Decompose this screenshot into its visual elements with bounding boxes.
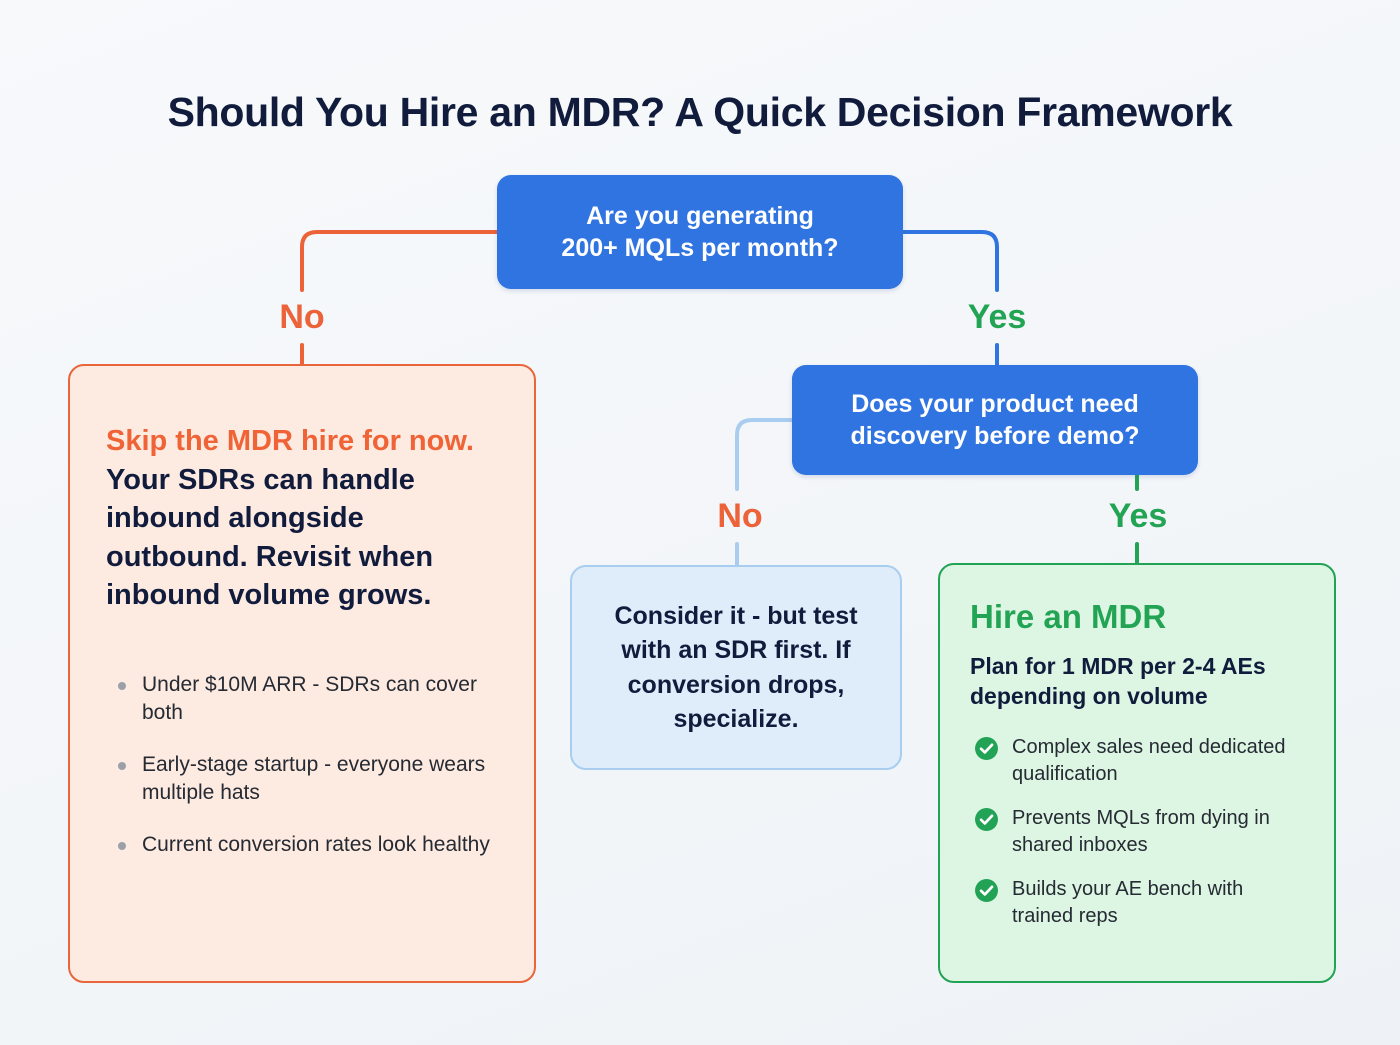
decision-mqls-line1: Are you generating [586,201,814,230]
decision-box-mqls[interactable]: Are you generating 200+ MQLs per month? [497,175,903,289]
connector-no-1 [300,230,499,292]
list-item: Under $10M ARR - SDRs can cover both [106,671,498,728]
branch-label-yes-1: Yes [967,298,1027,336]
decision-box-discovery[interactable]: Does your product need discovery before … [792,365,1198,475]
list-item: Builds your AE bench with trained reps [970,876,1304,930]
branch-label-yes-2: Yes [1108,497,1168,535]
hire-bullet-text: Complex sales need dedicated qualificati… [1012,735,1286,785]
skip-body: Your SDRs can handle inbound alongside o… [106,463,434,612]
hire-bullet-list: Complex sales need dedicated qualificati… [970,734,1304,930]
connector-no-2 [735,418,794,491]
decision-discovery-line1: Does your product need [851,389,1139,418]
outcome-card-hire-mdr: Hire an MDR Plan for 1 MDR per 2-4 AEs d… [938,563,1336,983]
hire-subtitle: Plan for 1 MDR per 2-4 AEs depending on … [970,652,1266,710]
page-title: Should You Hire an MDR? A Quick Decision… [167,89,1233,136]
skip-bullet-list: Under $10M ARR - SDRs can cover both Ear… [106,671,498,860]
check-circle-icon [975,736,998,760]
hire-bullet-text: Builds your AE bench with trained reps [1012,877,1244,927]
hire-title: Hire an MDR [970,598,1167,635]
decision-discovery-text: Does your product need discovery before … [851,388,1140,453]
decision-mqls-line2: 200+ MQLs per month? [561,234,839,262]
check-circle-icon [975,878,998,902]
branch-label-no-1: No [279,298,325,336]
outcome-card-consider: Consider it - but test with an SDR first… [570,565,902,770]
skip-statement: Skip the MDR hire for now. Your SDRs can… [106,422,498,615]
consider-text: Consider it - but test with an SDR first… [614,602,858,733]
list-item: Complex sales need dedicated qualificati… [970,734,1304,788]
decision-discovery-line2: discovery before demo? [850,422,1140,450]
branch-label-no-2: No [717,497,763,535]
connector-yes-1 [901,230,999,292]
hire-bullet-text: Prevents MQLs from dying in shared inbox… [1012,806,1270,856]
skip-headline: Skip the MDR hire for now. [106,425,474,457]
list-item: Current conversion rates look healthy [106,831,498,860]
decision-mqls-text: Are you generating 200+ MQLs per month? [561,200,838,265]
check-circle-icon [975,807,998,831]
list-item: Early-stage startup - everyone wears mul… [106,751,498,808]
outcome-card-skip-mdr: Skip the MDR hire for now. Your SDRs can… [68,364,536,983]
list-item: Prevents MQLs from dying in shared inbox… [970,805,1304,859]
